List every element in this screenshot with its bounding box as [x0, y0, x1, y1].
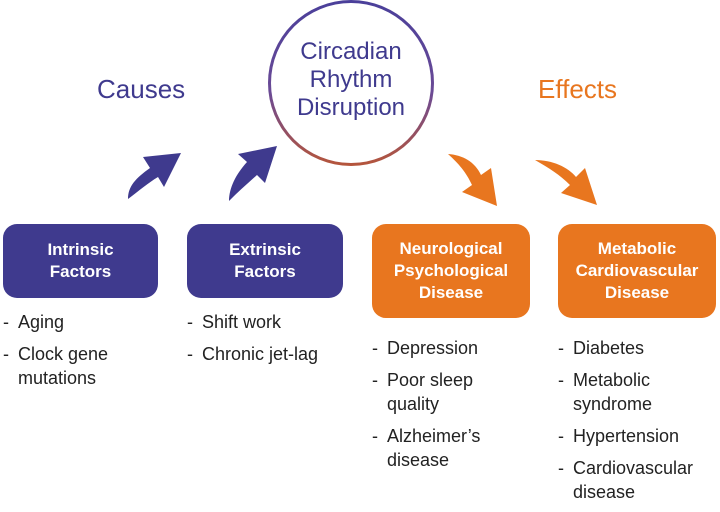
curved-arrow-icon	[229, 146, 277, 201]
list-item: -Chronic jet-lag	[187, 344, 319, 364]
list-item: -Metabolic syndrome	[558, 370, 653, 414]
box-label: Neurological Psychological Disease	[393, 239, 509, 302]
curved-arrow-icon	[128, 153, 181, 199]
curved-arrow-icon	[448, 154, 497, 206]
curved-arrow-icon	[535, 160, 597, 205]
box-label: Metabolic Cardiovascular Disease	[575, 239, 699, 302]
center-circle: Circadian Rhythm Disruption	[268, 0, 434, 166]
effects-heading: Effects	[538, 74, 618, 104]
extrinsic-items-list: -Shift work -Chronic jet-lag	[187, 310, 362, 374]
list-item: -Aging	[3, 312, 65, 332]
box-label: Intrinsic Factors	[47, 240, 114, 281]
list-item: -Depression	[372, 338, 479, 358]
neurological-psychological-box: Neurological Psychological Disease	[372, 224, 530, 318]
list-item: -Shift work	[187, 312, 282, 332]
intrinsic-factors-box: Intrinsic Factors	[3, 224, 158, 298]
center-title: Circadian Rhythm Disruption	[296, 38, 406, 121]
list-item: -Alzheimer’s disease	[372, 426, 481, 470]
list-item: -Hypertension	[558, 426, 680, 446]
intrinsic-items-list: -Aging -Clock gene mutations	[3, 310, 173, 398]
extrinsic-factors-box: Extrinsic Factors	[187, 224, 343, 298]
list-item: -Clock gene mutations	[3, 344, 109, 388]
list-item: -Cardiovascular disease	[558, 458, 694, 502]
metabolic-items-list: -Diabetes -Metabolic syndrome -Hypertens…	[558, 336, 720, 512]
list-item: -Diabetes	[558, 338, 645, 358]
causes-heading: Causes	[97, 74, 186, 104]
list-item: -Poor sleep quality	[372, 370, 474, 414]
neurological-items-list: -Depression -Poor sleep quality -Alzheim…	[372, 336, 542, 480]
metabolic-cardiovascular-box: Metabolic Cardiovascular Disease	[558, 224, 716, 318]
box-label: Extrinsic Factors	[229, 240, 301, 281]
